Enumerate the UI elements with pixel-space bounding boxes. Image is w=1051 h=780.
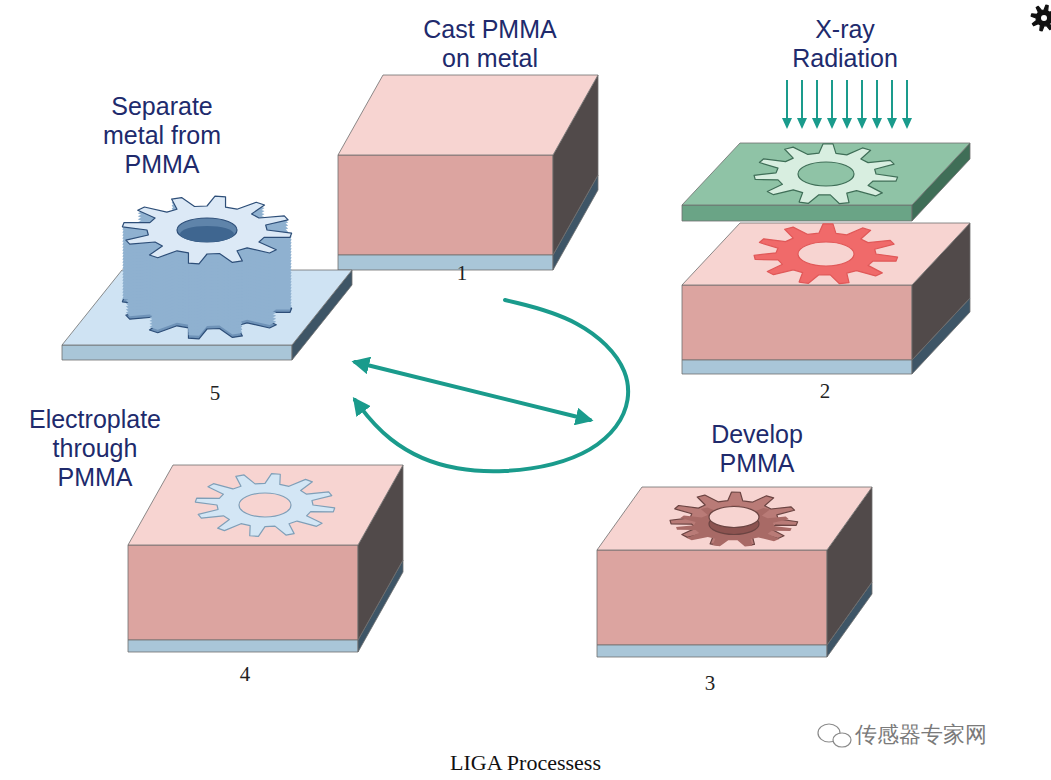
- settings-icon: [1031, 5, 1051, 31]
- front-face: [682, 285, 912, 360]
- settings-icon-hole: [1041, 15, 1047, 21]
- figure-caption: LIGA Processess: [0, 750, 1051, 776]
- gear-bore: [177, 218, 237, 242]
- top-face: [597, 487, 872, 550]
- process-step: X-ray Radiation 2: [675, 10, 975, 410]
- step-number: 3: [690, 671, 730, 696]
- front-face: [338, 155, 553, 255]
- pmma-block: [128, 465, 403, 652]
- x-ray-arrow: [846, 80, 848, 120]
- process-step: Separate metal from PMMA 5: [55, 85, 355, 410]
- electroplate-step: [128, 465, 403, 652]
- gear-bore-depth: [180, 226, 234, 242]
- mask-window: [754, 144, 898, 204]
- x-ray-arrow: [801, 80, 803, 120]
- exposed-gear: [754, 224, 898, 284]
- cavity-floor: [676, 505, 792, 546]
- pmma-block: [338, 75, 598, 270]
- develop-step: [597, 487, 872, 657]
- x-ray-arrow: [816, 80, 818, 120]
- base-front: [597, 645, 827, 657]
- front-face: [597, 550, 827, 645]
- x-ray-arrowhead: [827, 118, 837, 129]
- x-ray-arrowhead: [887, 118, 897, 129]
- step-number: 1: [442, 261, 482, 286]
- plated-gear: [195, 474, 334, 537]
- step-number: 2: [805, 379, 845, 404]
- watermark: 传感器专家网: [855, 720, 987, 750]
- pmma-block: [682, 223, 970, 374]
- hub-pmma: [239, 493, 291, 517]
- step-number: 4: [225, 662, 265, 687]
- x-ray-arrow: [786, 80, 788, 120]
- gear-top: [122, 196, 291, 264]
- mask-absorber: [798, 162, 854, 186]
- top-face: [338, 75, 598, 155]
- step-heading: Cast PMMA on metal: [415, 15, 565, 73]
- x-ray-arrowhead: [842, 118, 852, 129]
- process-step: Cast PMMA on metal 1: [335, 10, 605, 300]
- wechat-icon: [833, 733, 851, 747]
- process-step: Develop PMMA 3: [590, 420, 875, 710]
- pmma-block: [597, 487, 872, 657]
- top-face: [682, 223, 970, 285]
- step-heading: X-ray Radiation: [775, 15, 915, 73]
- step-heading: Electroplate through PMMA: [20, 405, 170, 491]
- step-heading: Develop PMMA: [692, 420, 822, 478]
- release-step: [62, 196, 352, 360]
- step-heading: Separate metal from PMMA: [87, 92, 237, 178]
- hub-top: [709, 507, 759, 528]
- process-arrow: [355, 300, 628, 471]
- x-ray-arrowhead: [782, 118, 792, 129]
- top-face: [128, 465, 403, 545]
- unexposed-hub: [798, 242, 854, 266]
- x-ray-arrow: [831, 80, 833, 120]
- process-arrow: [355, 362, 590, 420]
- x-ray-arrowhead: [812, 118, 822, 129]
- x-ray-arrow: [876, 80, 878, 120]
- x-ray-arrowhead: [797, 118, 807, 129]
- base-front: [682, 360, 912, 374]
- x-ray-arrowhead: [872, 118, 882, 129]
- exposure-step: [682, 80, 970, 374]
- front-face: [128, 545, 358, 640]
- front-face: [62, 345, 292, 360]
- x-ray-arrow: [906, 80, 908, 120]
- x-ray-arrow: [861, 80, 863, 120]
- x-ray-mask: [682, 143, 970, 221]
- front-face: [682, 205, 912, 221]
- x-ray-arrowhead: [902, 118, 912, 129]
- base-front: [338, 255, 553, 270]
- process-step: Electroplate through PMMA 4: [10, 400, 370, 700]
- step-number: 5: [195, 381, 235, 406]
- base-front: [128, 640, 358, 652]
- x-ray-arrowhead: [857, 118, 867, 129]
- x-ray-arrow: [891, 80, 893, 120]
- top-face: [682, 143, 970, 205]
